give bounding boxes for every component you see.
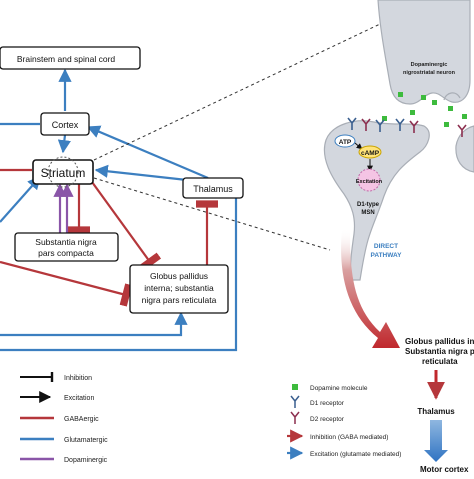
output-cascade: Globus pallidus inte Substantia nigra p … bbox=[405, 337, 474, 474]
d1-msn-neuron bbox=[323, 120, 430, 281]
legend-right: Dopamine molecule D1 receptor D2 recepto… bbox=[287, 384, 401, 460]
glutamatergic-cortex-to-striatum bbox=[57, 134, 71, 154]
brainstem-label: Brainstem and spinal cord bbox=[17, 54, 116, 64]
dopaminergic-terminal bbox=[377, 0, 471, 105]
direct-pathway-inhibition-arrow bbox=[341, 228, 400, 348]
gpi-box: Globus pallidus interna; substantia nigr… bbox=[129, 264, 229, 314]
snc-label-line2: pars compacta bbox=[38, 248, 94, 258]
legend-inhibition-label: Inhibition bbox=[64, 375, 92, 382]
atp-label: ATP bbox=[339, 139, 352, 146]
camp-node: cAMP bbox=[358, 145, 382, 159]
snc-label-line1: Substantia nigra bbox=[35, 237, 97, 247]
legend-gabaergic: GABAergic bbox=[20, 416, 99, 423]
gpi-label-line1: Globus pallidus bbox=[150, 271, 208, 281]
release-pocket bbox=[443, 92, 461, 101]
dopamine-molecule-icon bbox=[448, 106, 453, 111]
d1-receptor-icon bbox=[290, 395, 300, 408]
excitation-label: Excitation bbox=[356, 179, 383, 185]
dopamine-molecule-icon bbox=[432, 100, 437, 105]
legend-glutamatergic-label: Glutamatergic bbox=[64, 437, 108, 444]
cascade-thalamus: Thalamus bbox=[417, 407, 455, 416]
legend-dopamine-label: Dopamine molecule bbox=[310, 385, 368, 392]
atp-node: ATP bbox=[334, 134, 356, 148]
cascade-blue-arrow bbox=[424, 420, 448, 462]
msn-label-line1: D1-type bbox=[357, 202, 380, 208]
dopamine-molecule-icon bbox=[382, 116, 387, 121]
dopamine-molecule-icon bbox=[398, 92, 403, 97]
glutamatergic-thalamus-return bbox=[0, 195, 238, 352]
dopamine-molecule-icon bbox=[292, 384, 298, 390]
excitation-node: Excitation bbox=[356, 168, 383, 192]
striatum-box: Striatum bbox=[32, 156, 94, 188]
dopamine-molecules bbox=[382, 92, 467, 127]
thalamus-box: Thalamus bbox=[182, 177, 244, 199]
dopaminergic-label-line2: nigrostriatal neuron bbox=[403, 70, 456, 76]
dopaminergic-label-line1: Dopaminergic bbox=[411, 62, 448, 68]
cascade-motor-cortex: Motor cortex bbox=[420, 465, 469, 474]
glutamatergic-left-diagonal bbox=[0, 176, 41, 223]
d2-receptor-icon bbox=[409, 120, 419, 133]
glutamatergic-cortex-to-thalamus bbox=[86, 125, 209, 180]
thalamus-label: Thalamus bbox=[193, 184, 233, 194]
legend-excitation: Excitation bbox=[20, 391, 94, 403]
gaba-striatum-to-gpi bbox=[91, 181, 162, 272]
gaba-left-to-gpi bbox=[0, 260, 133, 307]
d1-receptor-icon bbox=[375, 119, 385, 132]
direct-pathway-line2: PATHWAY bbox=[371, 252, 403, 259]
circuit-nodes: Brainstem and spinal cord Cortex Striatu… bbox=[0, 46, 244, 314]
cascade-gpi-line2: Substantia nigra p bbox=[405, 347, 474, 356]
legend-left: Inhibition Excitation GABAergic Glutamat… bbox=[20, 372, 108, 464]
d2-receptor-icon bbox=[361, 118, 371, 131]
neuron-illustration: Dopaminergic nigrostriatal neuron bbox=[323, 0, 474, 348]
dopamine-molecule-icon bbox=[421, 95, 426, 100]
legend-inhibition: Inhibition bbox=[20, 372, 92, 382]
d1-receptor-icon bbox=[395, 118, 405, 131]
cascade-gpi-line1: Globus pallidus inte bbox=[405, 337, 474, 346]
d2-msn-neuron-partial bbox=[455, 125, 474, 173]
dashed-leader-top bbox=[93, 4, 421, 161]
msn-label-line2: MSN bbox=[361, 210, 374, 216]
striatum-label: Striatum bbox=[41, 166, 86, 180]
dopamine-molecule-icon bbox=[410, 110, 415, 115]
d1-receptor-icon bbox=[347, 117, 357, 130]
legend-glutamatergic: Glutamatergic bbox=[20, 437, 108, 444]
gpi-label-line2: interna; substantia bbox=[144, 283, 214, 293]
legend-excitation-label: Excitation bbox=[64, 395, 94, 402]
legend-gaba-label: Inhibition (GABA mediated) bbox=[310, 434, 388, 441]
legend-gabaergic-label: GABAergic bbox=[64, 416, 99, 423]
gpi-label-line3: nigra pars reticulata bbox=[142, 295, 217, 305]
brainstem-box: Brainstem and spinal cord bbox=[0, 46, 141, 70]
legend-d1-label: D1 receptor bbox=[310, 400, 345, 407]
glutamatergic-bottom-to-gpi bbox=[0, 311, 188, 337]
dopamine-molecule-icon bbox=[444, 122, 449, 127]
legend-dopaminergic-label: Dopaminergic bbox=[64, 457, 108, 464]
snc-box: Substantia nigra pars compacta bbox=[14, 232, 119, 262]
dopamine-molecule-icon bbox=[462, 114, 467, 119]
legend-d2-label: D2 receptor bbox=[310, 416, 345, 423]
d2-receptor-icon bbox=[290, 411, 300, 424]
direct-pathway-line1: DIRECT bbox=[374, 243, 398, 250]
d1-receptors bbox=[347, 117, 405, 132]
circuit-connections bbox=[0, 4, 421, 352]
legend-dopaminergic: Dopaminergic bbox=[20, 457, 108, 464]
cortex-box: Cortex bbox=[40, 112, 90, 136]
legend-glutamate-label: Excitation (glutamate mediated) bbox=[310, 451, 401, 458]
cascade-gpi-line3: reticulata bbox=[422, 357, 458, 366]
dashed-leader-bottom bbox=[93, 177, 331, 251]
striatum-zoom-circle bbox=[47, 156, 79, 188]
atp-to-camp-arrow bbox=[354, 142, 363, 150]
camp-label: cAMP bbox=[361, 150, 380, 157]
cortex-label: Cortex bbox=[52, 120, 79, 130]
d2-receptor-icon bbox=[457, 124, 467, 137]
d2-receptors bbox=[361, 118, 467, 137]
